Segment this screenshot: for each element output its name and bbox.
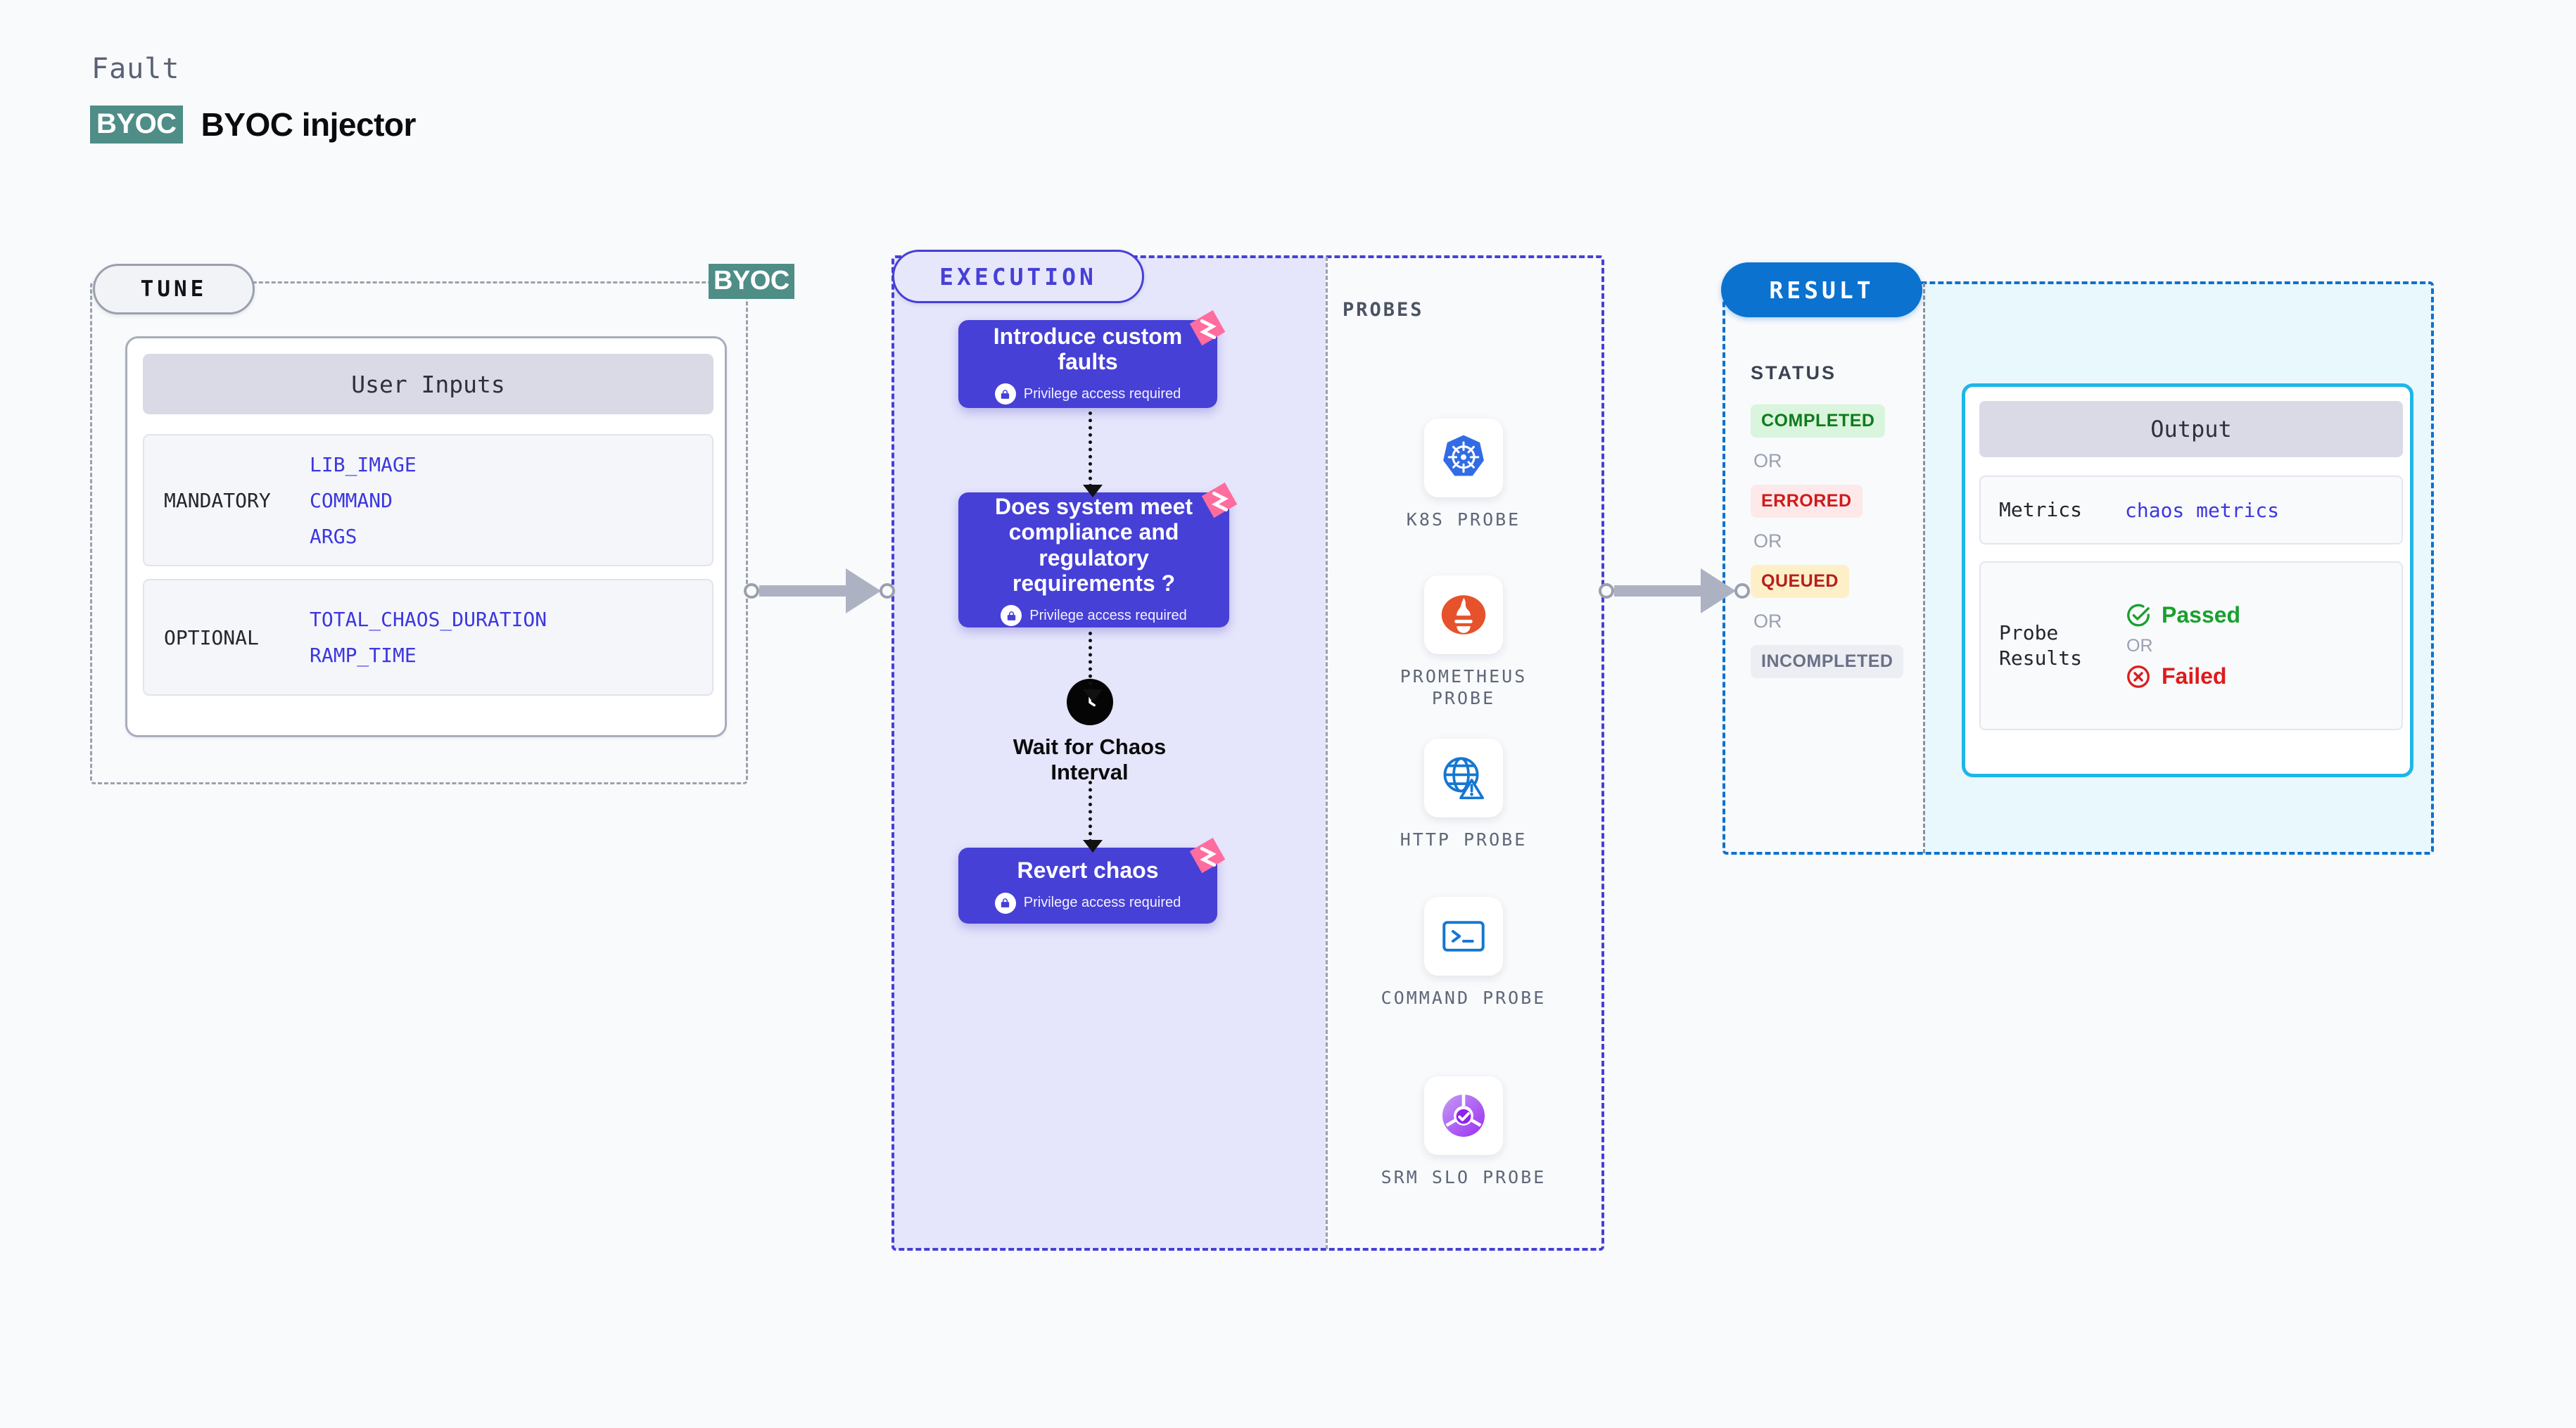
optional-values: TOTAL_CHAOS_DURATION RAMP_TIME — [310, 608, 547, 667]
failed-label: Failed — [2162, 663, 2227, 689]
execution-node-compliance-check[interactable]: Does system meet compliance and regulato… — [958, 482, 1238, 627]
output-card: Output Metrics chaos metrics Probe Resul… — [1962, 383, 2413, 777]
probes-divider — [1326, 257, 1328, 1249]
status-badge-queued: QUEUED — [1751, 565, 1849, 598]
probe-prometheus[interactable]: PROMETHEUS PROBE — [1379, 575, 1548, 710]
result-pill[interactable]: RESULT — [1721, 262, 1922, 317]
litmus-chaos-icon — [1189, 837, 1226, 874]
passed-label: Passed — [2162, 602, 2241, 627]
node-title: Does system meet compliance and regulato… — [994, 493, 1193, 596]
status-or-1: OR — [1753, 450, 1782, 471]
execution-node-revert-chaos[interactable]: Revert chaos Privilege access required — [958, 837, 1226, 924]
lock-icon — [994, 892, 1016, 914]
metrics-key: Metrics — [1999, 497, 2083, 521]
user-inputs-header: User Inputs — [143, 354, 713, 414]
node-title: Introduce custom faults — [993, 323, 1183, 374]
tune-pill[interactable]: TUNE — [93, 264, 255, 314]
privilege-text: Privilege access required — [1029, 607, 1187, 623]
probe-result-failed: Failed — [2125, 663, 2240, 690]
status-section-title: STATUS — [1751, 362, 1836, 383]
probe-label: PROMETHEUS PROBE — [1400, 666, 1528, 709]
status-or-3: OR — [1753, 611, 1782, 632]
probe-label: COMMAND PROBE — [1381, 988, 1547, 1008]
connector-bar — [759, 585, 846, 597]
privilege-note: Privilege access required — [994, 383, 1181, 405]
kubernetes-icon — [1424, 419, 1503, 497]
probes-section-title: PROBES — [1343, 299, 1424, 321]
connector-arrowhead-icon — [1701, 568, 1736, 613]
prometheus-icon — [1424, 575, 1503, 654]
privilege-text: Privilege access required — [1023, 385, 1181, 402]
result-group-boundary — [1722, 281, 2434, 855]
mandatory-values: LIB_IMAGE COMMAND ARGS — [310, 453, 417, 548]
connector-start-dot — [1599, 583, 1614, 599]
connector-execution-to-result — [1599, 568, 1750, 613]
connector-end-dot — [880, 583, 895, 599]
status-or-2: OR — [1753, 530, 1782, 552]
probe-k8s[interactable]: K8S PROBE — [1379, 419, 1548, 530]
probe-label: K8S PROBE — [1406, 509, 1521, 530]
execution-group-boundary — [892, 255, 1604, 1251]
privilege-note: Privilege access required — [994, 892, 1181, 914]
probe-command[interactable]: COMMAND PROBE — [1379, 897, 1548, 1009]
lock-icon — [994, 383, 1016, 405]
mandatory-label: MANDATORY — [164, 488, 271, 512]
check-circle-icon — [2127, 604, 2150, 626]
param-args[interactable]: ARGS — [310, 524, 357, 548]
status-badge-errored: ERRORED — [1751, 485, 1863, 518]
privilege-note: Privilege access required — [1001, 605, 1187, 627]
status-badge-completed: COMPLETED — [1751, 404, 1886, 438]
byoc-corner-badge: BYOC — [709, 264, 794, 299]
page-title-row: BYOC BYOC injector — [90, 106, 416, 144]
param-ramp-time[interactable]: RAMP_TIME — [310, 644, 417, 667]
litmus-chaos-icon — [1189, 310, 1226, 346]
output-header: Output — [1979, 401, 2403, 457]
lock-icon — [1001, 605, 1022, 627]
execution-node-wait-interval: Wait for Chaos Interval — [989, 679, 1190, 785]
probe-result-or: OR — [2126, 635, 2153, 656]
status-badge-incompleted: INCOMPLETED — [1751, 645, 1904, 678]
execution-fill — [893, 257, 1326, 1249]
node-title: Revert chaos — [1017, 858, 1159, 884]
mandatory-params-box: MANDATORY LIB_IMAGE COMMAND ARGS — [143, 434, 713, 566]
probe-results-key: Probe Results — [1999, 620, 2083, 670]
page-title: BYOC injector — [201, 106, 417, 143]
output-probe-results-row: Probe Results Passed OR Failed — [1979, 561, 2403, 730]
param-total-chaos-duration[interactable]: TOTAL_CHAOS_DURATION — [310, 608, 547, 631]
execution-node-introduce-faults[interactable]: Introduce custom faults Privilege access… — [958, 310, 1226, 408]
privilege-text: Privilege access required — [1023, 895, 1181, 911]
connector-start-dot — [744, 583, 759, 599]
probe-label: SRM SLO PROBE — [1381, 1167, 1547, 1187]
probe-srm-slo[interactable]: SRM SLO PROBE — [1379, 1076, 1548, 1188]
connector-tune-to-execution — [744, 568, 895, 613]
connector-arrowhead-icon — [846, 568, 881, 613]
status-divider — [1923, 283, 1925, 853]
status-list: COMPLETED OR ERRORED OR QUEUED OR INCOMP… — [1751, 404, 1912, 678]
flow-arrow-3-icon — [1083, 781, 1103, 853]
connector-bar — [1614, 585, 1701, 597]
probe-results-values: Passed OR Failed — [2125, 602, 2240, 690]
x-circle-icon — [2127, 665, 2150, 688]
litmus-chaos-icon — [1201, 482, 1238, 518]
terminal-icon — [1424, 897, 1503, 976]
srm-slo-donut-icon — [1424, 1076, 1503, 1155]
execution-pill[interactable]: EXECUTION — [892, 250, 1144, 303]
page-eyebrow: Fault — [91, 53, 180, 85]
param-command[interactable]: COMMAND — [310, 488, 393, 512]
optional-label: OPTIONAL — [164, 625, 259, 649]
probe-result-passed: Passed — [2125, 602, 2240, 629]
byoc-logo-badge: BYOC — [90, 106, 183, 144]
wait-step-label: Wait for Chaos Interval — [1013, 734, 1167, 784]
optional-params-box: OPTIONAL TOTAL_CHAOS_DURATION RAMP_TIME — [143, 579, 713, 696]
output-metrics-row: Metrics chaos metrics — [1979, 476, 2403, 544]
metrics-value[interactable]: chaos metrics — [2125, 498, 2280, 522]
connector-end-dot — [1734, 583, 1750, 599]
user-inputs-card: User Inputs MANDATORY LIB_IMAGE COMMAND … — [125, 336, 727, 737]
param-lib-image[interactable]: LIB_IMAGE — [310, 452, 417, 476]
probe-label: HTTP PROBE — [1400, 829, 1528, 850]
probe-http[interactable]: HTTP PROBE — [1379, 739, 1548, 850]
flow-arrow-2-icon — [1083, 632, 1103, 702]
flow-arrow-1-icon — [1083, 412, 1103, 497]
http-globe-warning-icon — [1424, 739, 1503, 817]
